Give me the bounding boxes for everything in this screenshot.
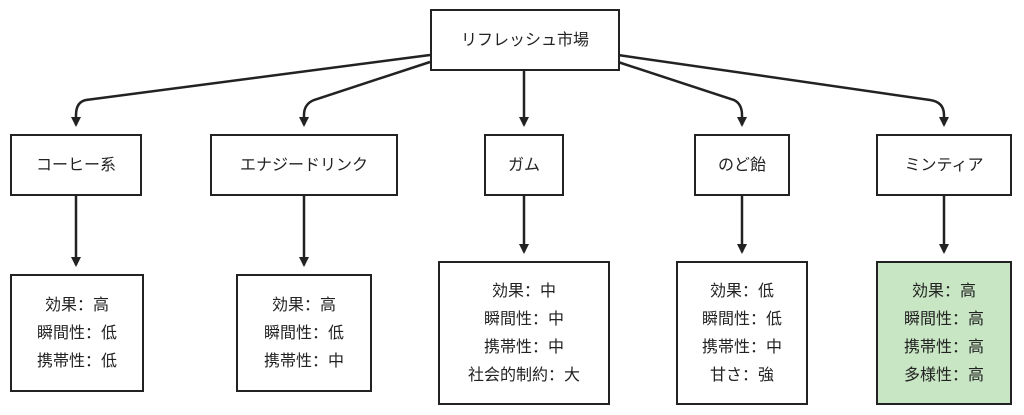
attribute-item: 瞬間性：中 bbox=[483, 309, 564, 328]
attributes-node-mintia: 効果：高 瞬間性：高 携帯性：高 多様性：高 bbox=[876, 261, 1012, 405]
edge-root-to-mintia bbox=[617, 53, 949, 127]
edge-root-to-throat-candy bbox=[617, 60, 747, 127]
category-node-energy-drink: エナジードリンク bbox=[210, 134, 398, 196]
attribute-item: 社会的制約：大 bbox=[467, 365, 580, 384]
attribute-item: 効果：高 bbox=[44, 295, 109, 314]
category-node-throat-candy: のど飴 bbox=[694, 134, 790, 196]
edge-root-to-coffee bbox=[71, 53, 431, 127]
attribute-item: 効果：中 bbox=[491, 281, 556, 300]
attribute-item: 効果：高 bbox=[271, 295, 336, 314]
attributes-node-energy-drink: 効果：高 瞬間性：低 携帯性：中 bbox=[236, 274, 372, 392]
attribute-item: 携帯性：高 bbox=[903, 337, 984, 356]
attribute-item: 瞬間性：低 bbox=[36, 323, 117, 342]
category-label-coffee: コーヒー系 bbox=[35, 155, 116, 174]
attribute-item: 効果：高 bbox=[911, 281, 976, 300]
category-node-coffee: コーヒー系 bbox=[10, 134, 142, 196]
attribute-item: 多様性：高 bbox=[903, 365, 984, 384]
attributes-node-throat-candy: 効果：低 瞬間性：低 携帯性：中 甘さ：強 bbox=[676, 261, 808, 405]
edge-root-to-energy bbox=[299, 60, 431, 127]
category-node-gum: ガム bbox=[484, 134, 564, 196]
root-node: リフレッシュ市場 bbox=[430, 9, 620, 71]
attributes-node-coffee: 効果：高 瞬間性：低 携帯性：低 bbox=[10, 274, 144, 392]
attribute-item: 携帯性：中 bbox=[483, 337, 564, 356]
category-node-mintia: ミンティア bbox=[876, 134, 1012, 196]
attribute-item: 携帯性：中 bbox=[263, 351, 344, 370]
category-label-mintia: ミンティア bbox=[904, 155, 984, 174]
attribute-item: 瞬間性：低 bbox=[701, 309, 782, 328]
root-node-label: リフレッシュ市場 bbox=[460, 30, 589, 49]
attribute-item: 携帯性：中 bbox=[701, 337, 782, 356]
category-label-throat-candy: のど飴 bbox=[717, 155, 766, 174]
category-label-gum: ガム bbox=[507, 155, 540, 174]
attribute-item: 瞬間性：低 bbox=[263, 323, 344, 342]
attribute-item: 瞬間性：高 bbox=[903, 309, 984, 328]
attribute-item: 携帯性：低 bbox=[36, 351, 117, 370]
category-label-energy-drink: エナジードリンク bbox=[239, 155, 368, 174]
attribute-item: 甘さ：強 bbox=[709, 365, 774, 384]
attribute-item: 効果：低 bbox=[709, 281, 774, 300]
attributes-node-gum: 効果：中 瞬間性：中 携帯性：中 社会的制約：大 bbox=[438, 261, 610, 405]
